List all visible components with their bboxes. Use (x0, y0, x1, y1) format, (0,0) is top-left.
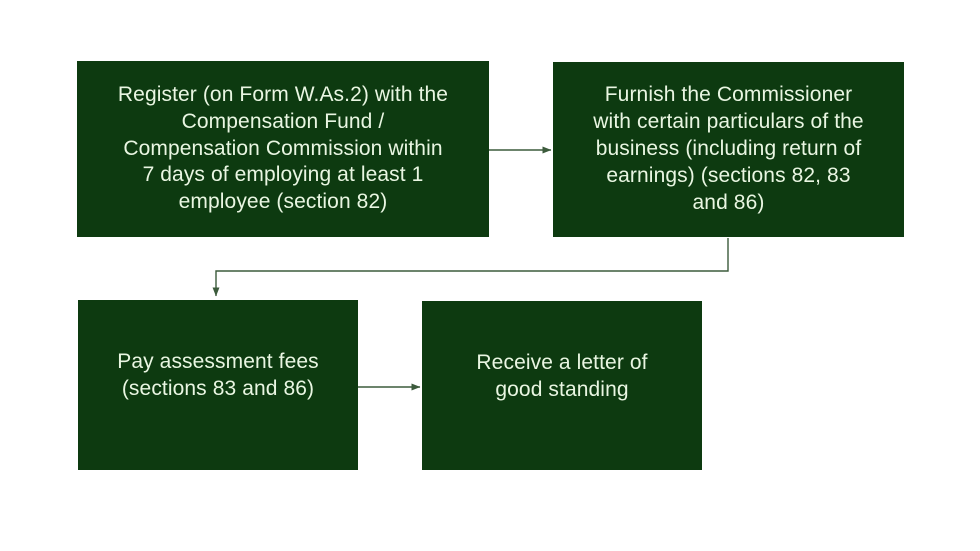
edge-furnish-to-pay (212, 238, 729, 297)
flow-node-letter-of-good-standing[interactable]: Receive a letter of good standing (422, 301, 702, 470)
flow-node-furnish-commissioner[interactable]: Furnish the Commissioner with certain pa… (553, 62, 904, 237)
flow-node-register[interactable]: Register (on Form W.As.2) with the Compe… (77, 61, 489, 237)
flow-node-pay-assessment-fees[interactable]: Pay assessment fees (sections 83 and 86) (78, 300, 358, 470)
